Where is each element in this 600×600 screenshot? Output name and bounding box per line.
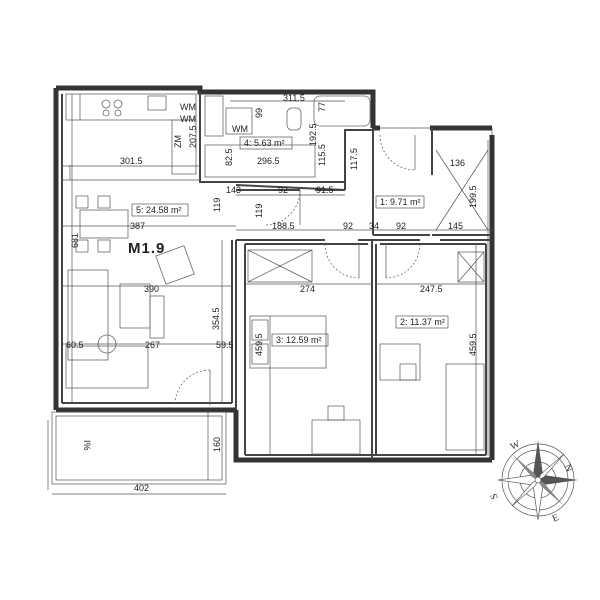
dim-59-5: 59.5 [216, 340, 234, 350]
washing-machine-mark-2: WM [180, 114, 196, 124]
dimension-labels: 311.5 99 77 207.5 192.5 82.5 115.5 296.5… [66, 93, 478, 493]
dim-82-5: 82.5 [224, 148, 234, 166]
dim-60-5: 60.5 [66, 340, 84, 350]
dim-402: 402 [134, 483, 149, 493]
compass-n: N [561, 463, 574, 474]
room1-furniture [435, 149, 489, 231]
room-2-label: 2: 11.37 m² [400, 317, 445, 327]
sink-icon [147, 95, 167, 111]
dimension-lines [52, 94, 492, 495]
dim-387: 387 [130, 221, 145, 231]
hall-door-swing [264, 189, 301, 226]
dim-145: 145 [448, 221, 463, 231]
dim-311-5: 311.5 [283, 93, 305, 103]
kitchen: WM WM ZM [65, 93, 197, 175]
bedroom2-furniture [379, 251, 485, 451]
room-labels: 1: 9.71 m² 2: 11.37 m² 3: 12.59 m² 4: 5.… [128, 136, 449, 347]
dim-92-b: 92 [343, 221, 353, 231]
room-5-label: 5: 24.58 m² [136, 205, 182, 215]
dim-207-5: 207.5 [188, 125, 198, 148]
bathroom: WM [204, 95, 371, 178]
doors [174, 134, 421, 406]
zm-mark: ZM [173, 135, 183, 148]
dim-115-5: 115.5 [317, 144, 327, 166]
dim-91-5: 91.5 [316, 185, 334, 195]
wm-bath-mark: WM [232, 124, 248, 134]
bed-icon [249, 315, 327, 369]
dim-119-a: 119 [212, 198, 222, 212]
dim-459-5-b: 459.5 [468, 333, 478, 356]
compass-rose-icon: N S E W [489, 439, 578, 525]
dim-117-5: 117.5 [349, 148, 359, 170]
compass-w: W [509, 439, 523, 453]
balcony-slope-mark: I% [82, 440, 92, 451]
bathtub-icon [313, 95, 371, 127]
dim-77: 77 [317, 102, 327, 112]
armchair-icon [155, 245, 195, 285]
radiator-icon [204, 95, 224, 137]
interior-walls [61, 92, 492, 460]
desk-icon [311, 419, 361, 455]
room-1-label: 1: 9.71 m² [380, 197, 421, 207]
balcony: I% [47, 411, 227, 490]
dim-160: 160 [212, 437, 222, 452]
dim-354-5: 354.5 [211, 307, 221, 330]
dim-199-5: 199.5 [468, 185, 478, 208]
dim-92-a: 92 [278, 185, 288, 195]
chair-icon [327, 405, 345, 421]
dim-459-5-a: 459.5 [254, 333, 264, 356]
dim-390: 390 [144, 284, 159, 294]
bedroom3-furniture [247, 249, 361, 455]
balcony-door-swing [174, 369, 211, 406]
room-3-label: 3: 12.59 m² [276, 335, 322, 345]
living-furniture [62, 165, 200, 389]
dim-296-5: 296.5 [257, 156, 280, 166]
sofa-icon [67, 269, 109, 361]
dim-274: 274 [300, 284, 315, 294]
dim-92-c: 92 [396, 221, 406, 231]
single-bed-icon [445, 363, 485, 451]
dim-34: 34 [369, 221, 379, 231]
hob-burner-icon [101, 99, 111, 109]
apartment-title: M1.9 [128, 240, 165, 257]
bedroom3-door-swing [324, 243, 360, 279]
dim-188-5: 188.5 [272, 221, 295, 231]
room1-door-swing [379, 134, 416, 171]
dim-99: 99 [254, 108, 264, 118]
dining-table-icon [79, 209, 129, 239]
washbasin-icon [225, 107, 253, 135]
compass-s: S [489, 492, 501, 501]
dim-119-b: 119 [254, 204, 264, 218]
dim-681: 681 [70, 233, 80, 248]
shower-tray-icon [204, 144, 316, 178]
bedroom2-door-swing [385, 243, 421, 279]
dim-301-5: 301.5 [120, 156, 143, 166]
dim-267: 267 [145, 340, 160, 350]
compass-e: E [551, 512, 561, 525]
room-4-label: 4: 5.63 m² [244, 138, 285, 148]
washing-machine-mark-1: WM [180, 102, 196, 112]
dim-247-5: 247.5 [420, 284, 443, 294]
dim-143: 143 [226, 185, 241, 195]
chair-icon [399, 363, 417, 381]
toilet-icon [286, 107, 302, 131]
dim-192-5: 192.5 [308, 123, 318, 146]
dim-136: 136 [450, 158, 465, 168]
